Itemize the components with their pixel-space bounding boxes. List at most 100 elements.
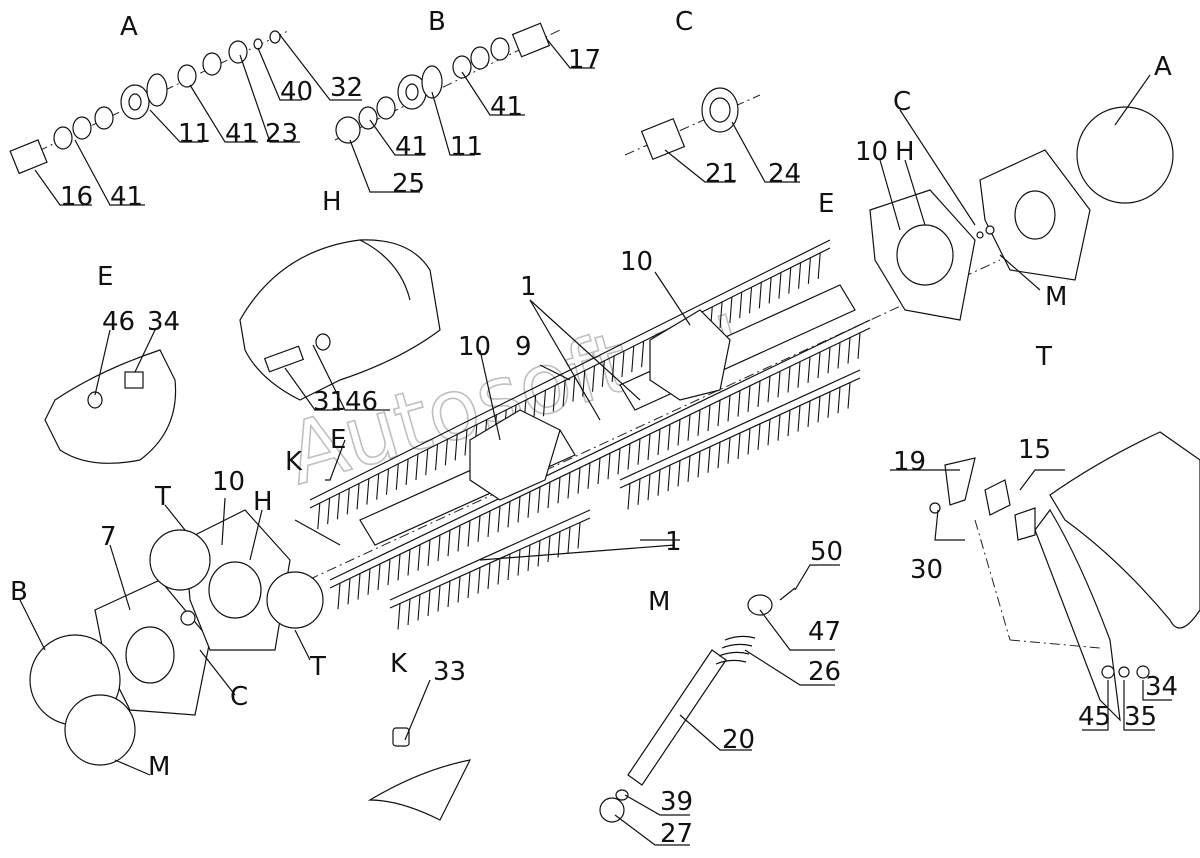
tine-tooth — [837, 387, 841, 414]
part-label-50: 50 — [810, 537, 843, 567]
tine-tooth — [827, 391, 831, 418]
tine-tooth — [677, 460, 681, 487]
guard-cover-h — [239, 239, 441, 401]
section-label-e: E — [97, 262, 113, 292]
tine-tooth — [637, 438, 641, 465]
tine-tooth — [617, 448, 621, 475]
tine-tooth — [647, 474, 651, 501]
tine-tooth — [517, 496, 521, 523]
tine-tooth — [417, 544, 421, 571]
tine-tooth — [798, 262, 802, 289]
tine-tooth — [337, 583, 341, 610]
section-label-b-left: B — [10, 577, 28, 607]
section-label-m-left: M — [148, 752, 170, 782]
tine-tooth — [758, 282, 762, 309]
leader-lines — [19, 34, 1172, 846]
part-label-32: 32 — [330, 73, 363, 103]
tine-tooth — [827, 347, 831, 374]
tine-tooth — [797, 361, 801, 388]
tine-tooth — [562, 380, 566, 407]
tine-tooth — [647, 433, 651, 460]
section-label-m-center: M — [648, 587, 670, 617]
tine-tooth — [788, 267, 792, 294]
tine-tooth — [552, 385, 556, 412]
tine-tooth — [467, 571, 471, 599]
tine-tooth — [582, 370, 586, 397]
part-number-labels: 16 41 11 41 23 40 32 25 41 11 41 17 21 2… — [60, 45, 1178, 849]
part-label-11-a: 11 — [178, 119, 211, 149]
tine-tooth — [376, 473, 380, 500]
detail-c-top-parts — [624, 87, 761, 161]
tine-tooth — [817, 252, 821, 279]
tine-tooth — [847, 382, 851, 409]
tine-tooth — [366, 478, 370, 505]
section-label-k-bottom: K — [390, 649, 408, 679]
tine-tooth — [727, 437, 731, 464]
section-label-m-right: M — [1045, 282, 1067, 312]
tine-tooth — [434, 444, 439, 471]
part-label-1-b: 1 — [665, 527, 682, 557]
tine-tooth — [667, 465, 671, 492]
tine-tooth — [487, 562, 491, 590]
tine-tooth — [677, 419, 681, 446]
detail-b-top-parts — [334, 22, 561, 144]
tine-tooth — [417, 594, 421, 621]
tine-tooth — [697, 409, 701, 436]
part-label-1-a: 1 — [520, 272, 537, 302]
section-label-c: C — [675, 7, 693, 37]
tine-tooth — [317, 503, 321, 530]
tine-tooth — [739, 292, 743, 319]
part-label-10-a: 10 — [620, 247, 653, 277]
section-label-h-right: H — [895, 137, 915, 167]
tine-tooth — [507, 501, 511, 528]
tine-tooth — [778, 272, 782, 299]
part-label-30: 30 — [910, 555, 943, 585]
tine-tooth — [707, 446, 711, 473]
part-label-10-d: 10 — [212, 467, 245, 497]
part-label-39: 35 — [1124, 702, 1157, 732]
part-label-23: 23 — [265, 119, 298, 149]
part-label-43-b: 41 — [225, 119, 258, 149]
tine-tooth — [464, 429, 468, 456]
tine-tooth — [405, 458, 409, 485]
tine-tooth — [807, 356, 811, 383]
tine-tooth — [444, 439, 448, 466]
tine-tooth — [757, 380, 761, 408]
tine-tooth — [457, 576, 461, 603]
tine-tooth — [729, 297, 733, 324]
tine-tooth — [395, 463, 399, 490]
tine-tooth — [397, 554, 401, 581]
tine-tooth — [637, 478, 641, 505]
tine-tooth — [627, 443, 631, 470]
tine-tooth — [336, 493, 340, 520]
part-label-45: 45 — [1078, 702, 1111, 732]
spider-10-left — [469, 409, 561, 501]
tine-tooth — [777, 371, 781, 398]
tine-tooth — [597, 457, 601, 485]
tine-tooth — [487, 510, 491, 538]
tine-tooth — [367, 568, 371, 595]
tine-tooth — [346, 488, 350, 515]
tine-tooth — [727, 395, 731, 422]
tine-tooth — [817, 396, 821, 423]
section-label-t-bottom: T — [309, 652, 326, 682]
tine-tooth — [415, 453, 419, 481]
part-label-43-c: 41 — [395, 132, 428, 162]
right-hub-plates — [869, 106, 1174, 321]
tine-tooth — [717, 442, 721, 469]
section-label-c-right: C — [893, 87, 911, 117]
part-label-21: 21 — [705, 159, 738, 189]
tine-tooth — [857, 332, 861, 359]
detail-k-fitting — [367, 727, 472, 821]
tine-tooth — [537, 486, 541, 513]
tine-tooth — [457, 525, 461, 552]
part-label-46-b: 46 — [102, 307, 135, 337]
left-hub-plates — [29, 509, 324, 766]
section-label-t-left: T — [154, 482, 171, 512]
tine-tooth — [787, 366, 791, 393]
tine-tooth — [611, 355, 615, 382]
section-label-b: B — [428, 7, 446, 37]
tine-tooth — [777, 414, 781, 441]
tine-tooth — [567, 526, 571, 554]
